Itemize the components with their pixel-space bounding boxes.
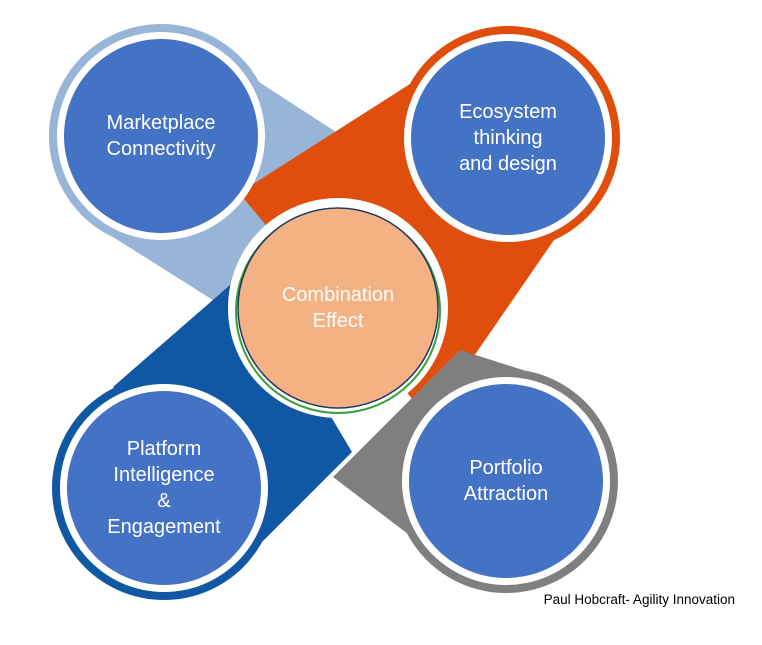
node-circle-bottom-right xyxy=(409,384,603,578)
node-circles xyxy=(64,39,605,585)
footer-credit: Paul Hobcraft- Agility Innovation xyxy=(543,592,735,607)
center-circle xyxy=(237,207,439,409)
node-circle-top-left xyxy=(64,39,258,233)
node-circle-bottom-left xyxy=(67,391,261,585)
node-circle-top-right xyxy=(411,41,605,235)
